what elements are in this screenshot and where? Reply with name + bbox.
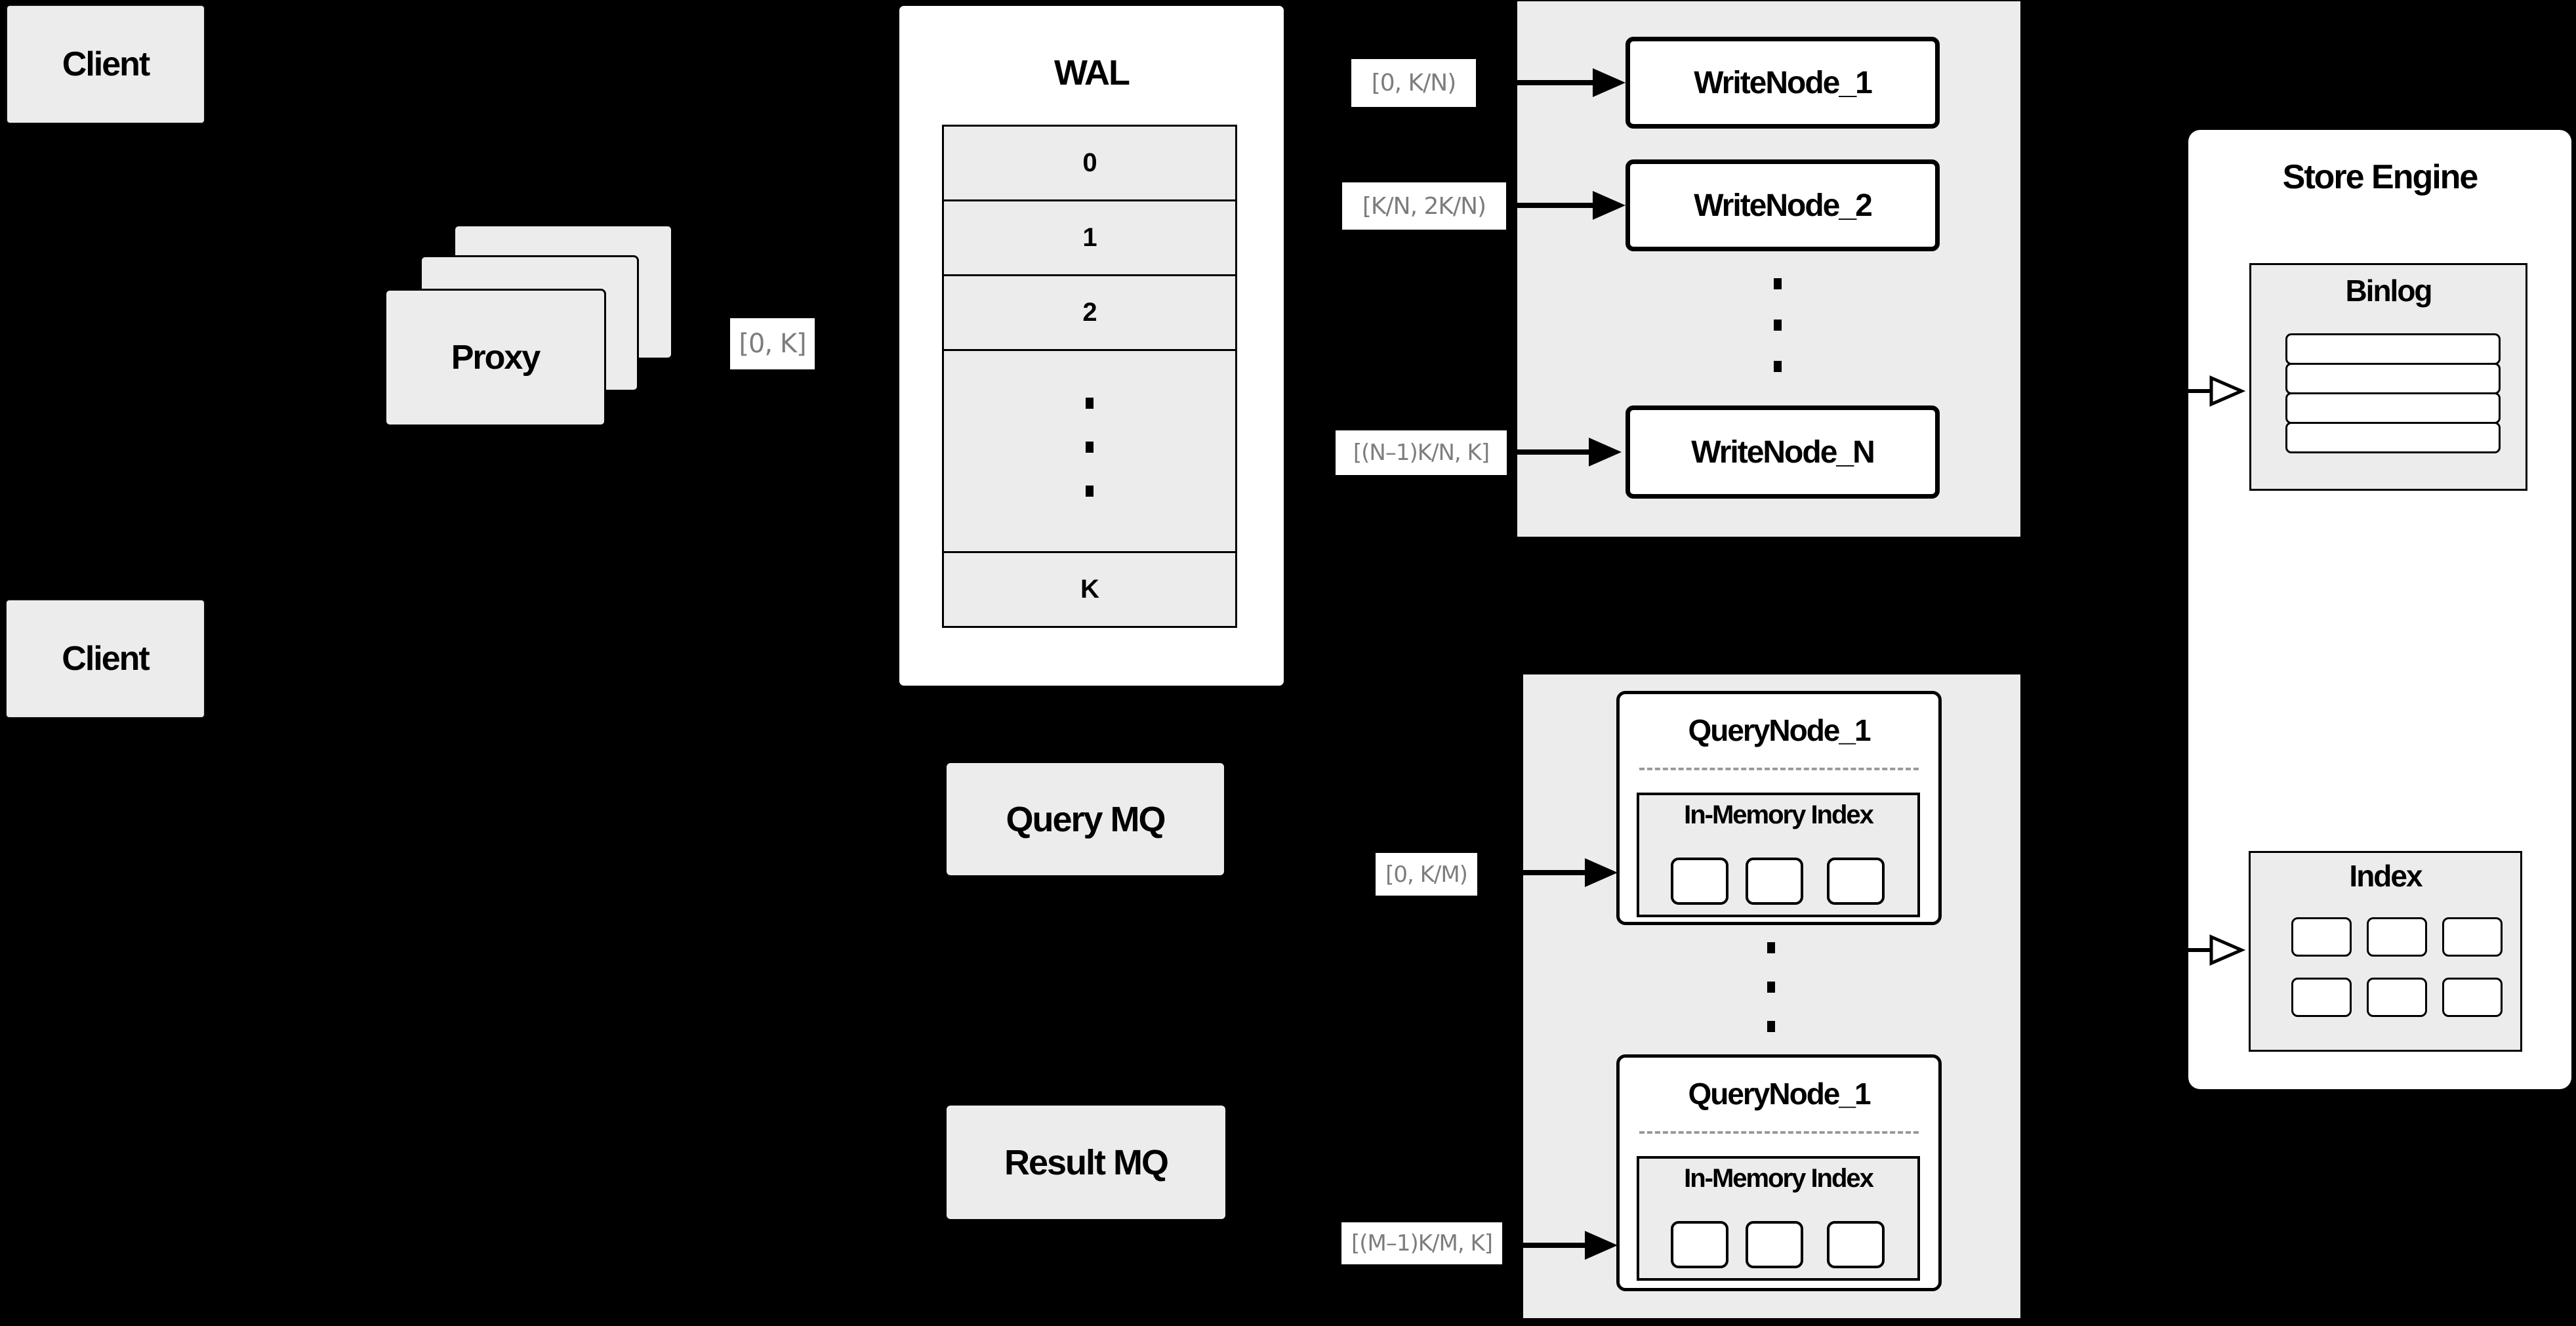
index-segment-icon xyxy=(2442,978,2503,1017)
range-chip-write2-text: [K/N, 2K/N) xyxy=(1362,192,1486,220)
writenode-vertical-ellipsis-icon xyxy=(1774,278,1782,372)
writenodeN-box: WriteNode_N xyxy=(1625,405,1940,499)
range-chip-writeN-text: [(N–1)K/N, K] xyxy=(1353,440,1490,466)
proxy-label: Proxy xyxy=(451,339,541,377)
querynode-top-inmemory-title: In-Memory Index xyxy=(1684,800,1874,829)
memory-segment-icon xyxy=(1671,1221,1728,1268)
query-mq-box: Query MQ xyxy=(945,762,1225,877)
range-chip-proxy: [0, K] xyxy=(730,318,815,369)
index-segment-icon xyxy=(2367,978,2427,1017)
store-index-title: Index xyxy=(2349,859,2423,893)
store-engine-title: Store Engine xyxy=(2282,158,2479,196)
client-bottom-label: Client xyxy=(62,640,150,678)
memory-segment-icon xyxy=(1671,858,1728,905)
range-chip-writeN: [(N–1)K/N, K] xyxy=(1336,430,1507,475)
querynode-bottom-inmemory-box: In-Memory Index xyxy=(1637,1156,1920,1281)
arrow-to-index xyxy=(2185,934,2245,966)
writenode1-box: WriteNode_1 xyxy=(1625,37,1940,129)
range-chip-query1: [0, K/M) xyxy=(1376,853,1477,896)
index-segment-icon xyxy=(2367,917,2427,957)
client-top-box: Client xyxy=(6,5,205,124)
binlog-segment-icon xyxy=(2285,392,2501,424)
wal-title: WAL xyxy=(1054,53,1130,93)
range-chip-query2-text: [(M–1)K/M, K] xyxy=(1351,1230,1493,1256)
binlog-rows xyxy=(2285,333,2501,453)
proxy-box: Proxy xyxy=(384,289,606,426)
index-segment-icon xyxy=(2291,978,2352,1017)
querynode-top-box: QueryNode_1 In-Memory Index xyxy=(1616,691,1942,925)
wal-table: 0 1 2 K xyxy=(942,125,1237,628)
result-mq-label: Result MQ xyxy=(1004,1142,1169,1182)
querynode-vertical-ellipsis-icon xyxy=(1767,942,1775,1032)
arrow-to-binlog xyxy=(2185,375,2245,407)
memory-segment-icon xyxy=(1746,1221,1803,1268)
binlog-box: Binlog xyxy=(2249,263,2527,491)
range-chip-query1-text: [0, K/M) xyxy=(1385,861,1468,888)
querynode-bottom-divider xyxy=(1639,1131,1919,1134)
range-chip-write1: [0, K/N) xyxy=(1351,59,1476,107)
querynode-bottom-inmemory-title: In-Memory Index xyxy=(1684,1164,1874,1193)
memory-segment-icon xyxy=(1746,858,1803,905)
writenode2-label: WriteNode_2 xyxy=(1694,188,1873,223)
query-mq-label: Query MQ xyxy=(1006,799,1166,839)
writenodeN-label: WriteNode_N xyxy=(1691,434,1875,470)
store-index-box: Index xyxy=(2249,851,2522,1052)
wal-row-2: 2 xyxy=(944,276,1235,351)
range-chip-query2: [(M–1)K/M, K] xyxy=(1341,1222,1502,1264)
index-segment-icon xyxy=(2442,917,2503,957)
binlog-segment-icon xyxy=(2285,333,2501,365)
result-mq-box: Result MQ xyxy=(945,1104,1227,1220)
querynode-bottom-box: QueryNode_1 In-Memory Index xyxy=(1616,1054,1942,1291)
wal-vertical-ellipsis-icon xyxy=(1086,398,1094,497)
querynode-top-inmemory-box: In-Memory Index xyxy=(1637,793,1920,917)
querynode-bottom-title: QueryNode_1 xyxy=(1688,1077,1871,1111)
memory-segment-icon xyxy=(1827,858,1885,905)
client-top-label: Client xyxy=(62,45,150,83)
wal-row-k: K xyxy=(944,553,1235,626)
binlog-segment-icon xyxy=(2285,363,2501,394)
querynode-top-title: QueryNode_1 xyxy=(1688,713,1871,747)
range-chip-write1-text: [0, K/N) xyxy=(1371,70,1457,96)
binlog-title: Binlog xyxy=(2345,274,2432,308)
writenode1-label: WriteNode_1 xyxy=(1694,65,1873,100)
querynode-top-divider xyxy=(1639,768,1919,770)
index-segment-icon xyxy=(2291,917,2352,957)
wal-row-1: 1 xyxy=(944,201,1235,276)
wal-row-0: 0 xyxy=(944,127,1235,201)
range-chip-write2: [K/N, 2K/N) xyxy=(1342,182,1506,230)
writenode2-box: WriteNode_2 xyxy=(1625,159,1940,251)
range-chip-proxy-text: [0, K] xyxy=(739,329,806,359)
client-bottom-box: Client xyxy=(5,599,205,718)
binlog-segment-icon xyxy=(2285,422,2501,453)
memory-segment-icon xyxy=(1827,1221,1885,1268)
